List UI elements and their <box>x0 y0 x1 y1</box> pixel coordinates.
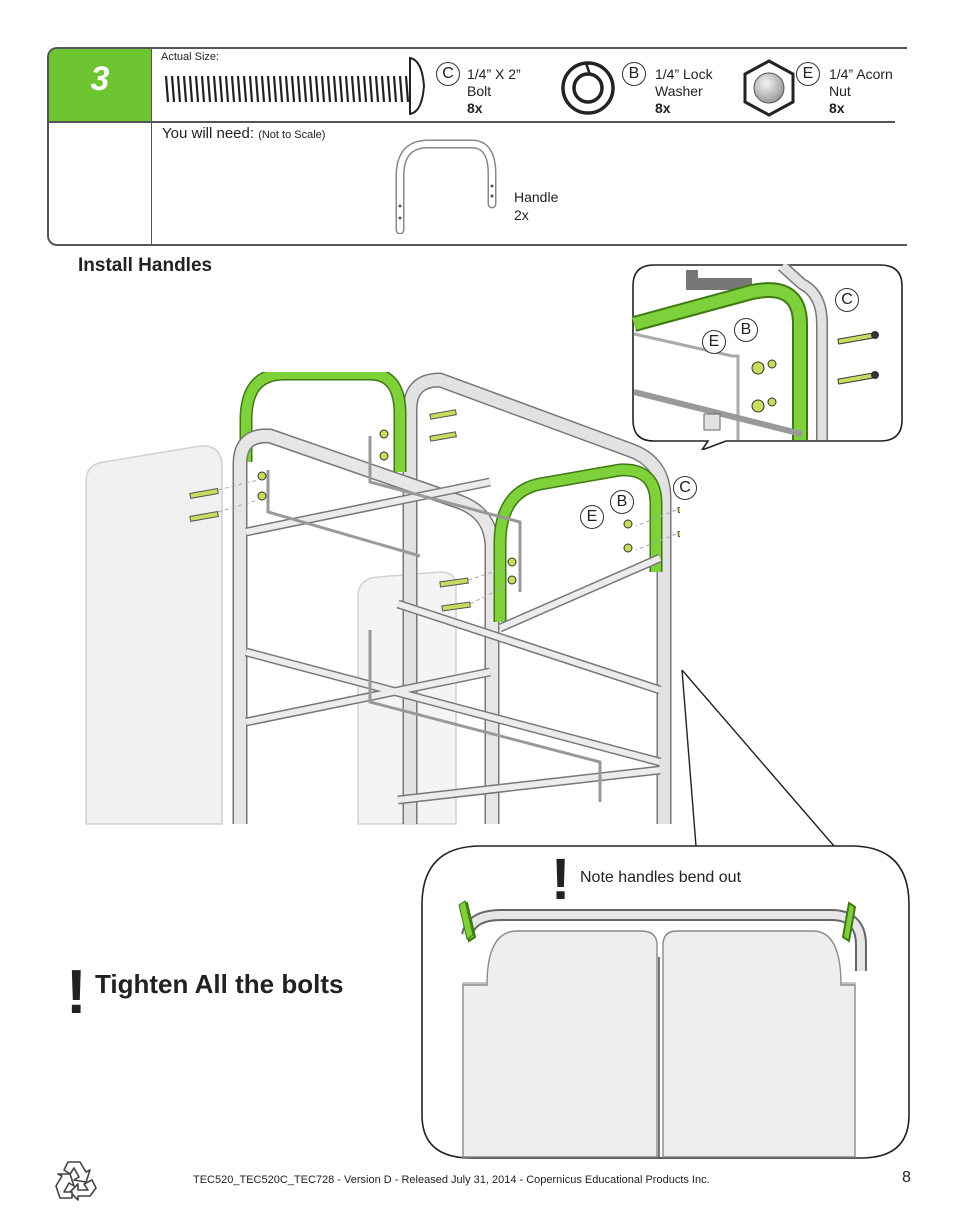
zoom-detail-top <box>632 264 903 450</box>
handle-icon <box>395 139 497 234</box>
part-e-qty: 8x <box>829 100 845 116</box>
acorn-nut-icon <box>743 59 795 117</box>
part-b-name-2: Washer <box>655 83 703 99</box>
part-b-label: B <box>622 62 646 86</box>
note-handles-text: Note handles bend out <box>580 869 742 886</box>
callout-b: B <box>610 490 634 514</box>
tighten-warning-icon: ! <box>66 958 87 1027</box>
note-warning-icon: ! <box>551 847 571 912</box>
page-number: 8 <box>902 1169 911 1186</box>
part-b-qty: 8x <box>655 100 671 116</box>
part-c-name-2: Bolt <box>467 83 492 99</box>
handle-qty: 2x <box>514 207 529 223</box>
recycle-icon <box>55 1161 97 1201</box>
callout-c: C <box>673 476 697 500</box>
step-box <box>47 47 907 246</box>
part-e-name-2: Nut <box>829 83 851 99</box>
actual-size-label: Actual Size: <box>161 51 220 63</box>
part-c-qty: 8x <box>467 100 483 116</box>
zoom-callout-e: E <box>702 330 726 354</box>
cart-assembly-illustration <box>85 372 680 825</box>
zoom-detail-bottom <box>421 845 910 1159</box>
part-e-name-1: 1/4” Acorn <box>829 66 893 82</box>
you-will-need-text: You will need: <box>162 125 255 142</box>
bolt-icon <box>164 56 426 116</box>
section-title: Install Handles <box>78 255 213 276</box>
lock-washer-icon <box>561 61 615 115</box>
callout-e: E <box>580 505 604 529</box>
zoom-callout-b: B <box>734 318 758 342</box>
handle-label: Handle <box>514 189 559 205</box>
not-to-scale-note: (Not to Scale) <box>258 129 326 141</box>
you-will-need-label: You will need: (Not to Scale) <box>162 125 325 142</box>
step-divider <box>49 121 895 123</box>
part-c-label: C <box>436 62 460 86</box>
zoom-callout-c: C <box>835 288 859 312</box>
step-column-divider <box>151 49 152 245</box>
part-b-name-1: 1/4” Lock <box>655 66 713 82</box>
callout-leader-lines <box>681 669 835 847</box>
part-c-name-1: 1/4” X 2” <box>467 66 521 82</box>
footer-text: TEC520_TEC520C_TEC728 - Version D - Rele… <box>193 1174 710 1186</box>
step-number: 3 <box>90 60 110 98</box>
part-e-label: E <box>796 62 820 86</box>
tighten-bolts-text: Tighten All the bolts <box>95 969 344 999</box>
step-number-badge <box>49 49 151 121</box>
